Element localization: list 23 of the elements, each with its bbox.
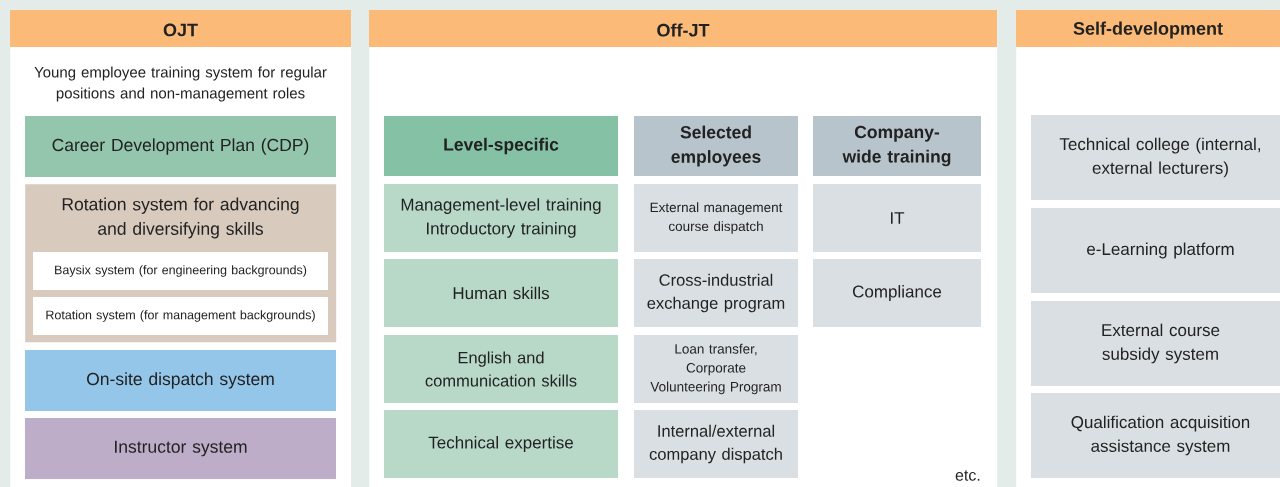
training-box: Technical expertise	[384, 410, 618, 478]
training-box: IT	[813, 184, 981, 252]
training-box: Human skills	[384, 259, 618, 327]
category-header: Company-wide training	[813, 116, 981, 176]
program-box: Qualification acquisition assistance system	[1031, 393, 1280, 478]
category-header: Level-specific	[384, 116, 618, 176]
training-box: Cross-industrial exchange program	[634, 259, 798, 327]
sub-system-box: Baysix system (for engineering backgrounds)	[33, 252, 328, 290]
system-box: Career Development Plan (CDP)	[25, 116, 336, 177]
training-box: External management course dispatch	[634, 184, 798, 252]
program-box: Technical college (internal, external lecturers)	[1031, 115, 1280, 200]
training-box: Internal/external company dispatch	[634, 410, 798, 478]
training-box: Management-level training Introductory training	[384, 184, 618, 252]
sub-system-box: Rotation system (for management backgrounds)	[33, 297, 328, 335]
system-box: On-site dispatch system	[25, 350, 336, 411]
program-box: e-Learning platform	[1031, 208, 1280, 293]
system-box: Instructor system	[25, 418, 336, 479]
training-box: English and communication skills	[384, 335, 618, 403]
category-header: Selected employees	[634, 116, 798, 176]
program-box: External course subsidy system	[1031, 301, 1280, 386]
training-box: Loan transfer, Corporate Volunteering Program	[634, 335, 798, 403]
training-box: Compliance	[813, 259, 981, 327]
note-text: etc.	[955, 470, 980, 481]
